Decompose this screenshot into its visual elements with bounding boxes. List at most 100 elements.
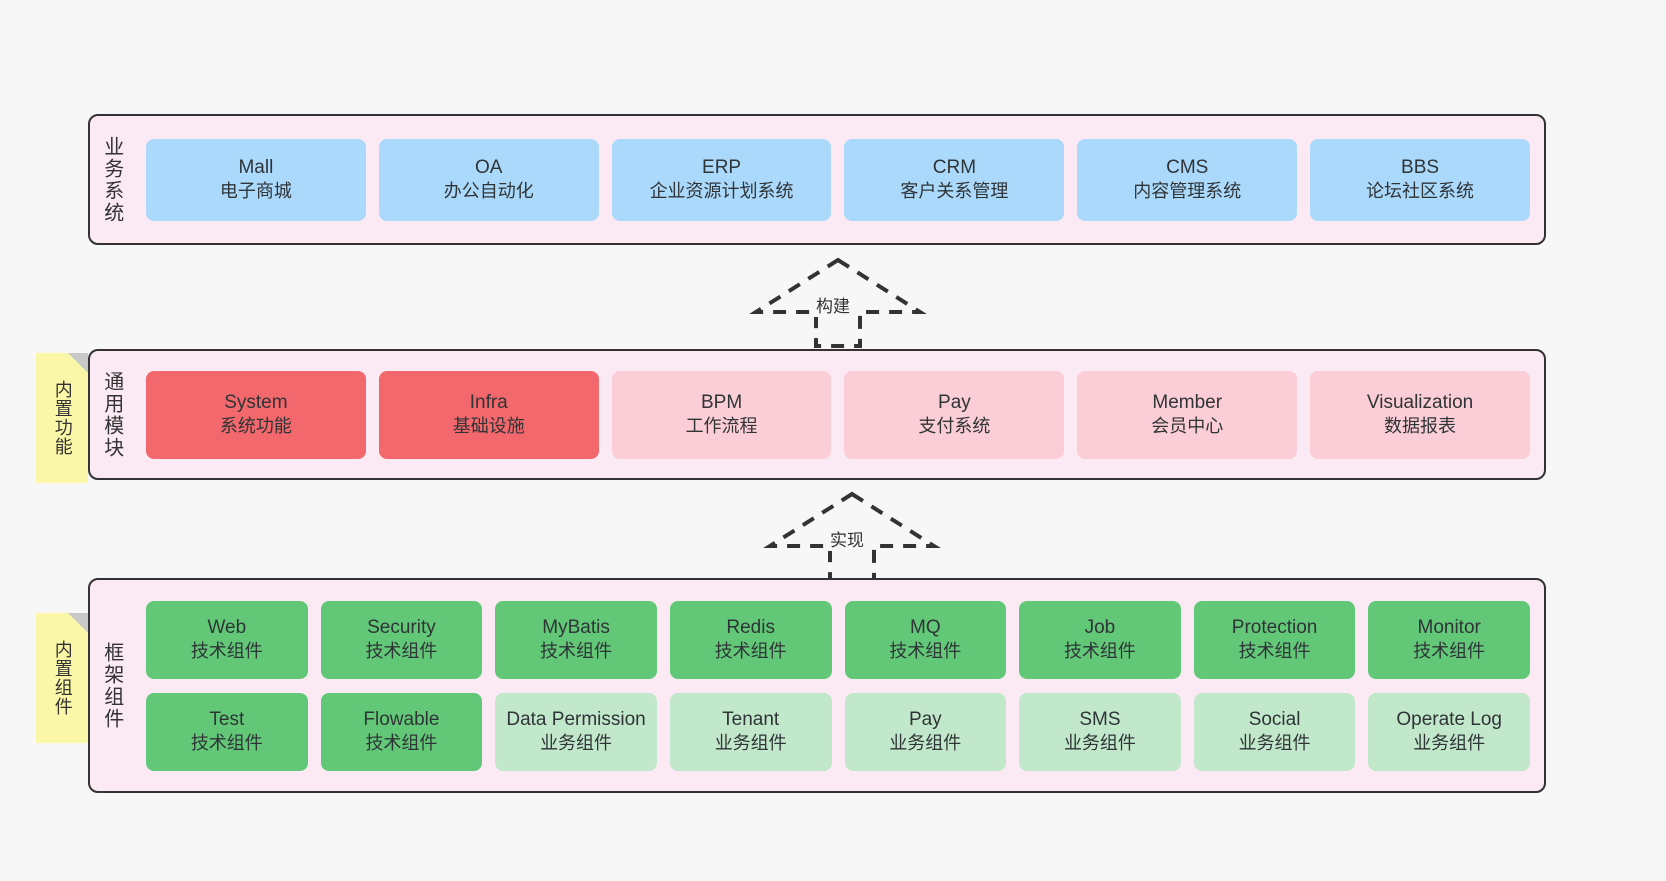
connector-build-label: 构建 [814,292,852,317]
card-en-label: ERP [702,157,742,179]
card-cn-label: 基础设施 [452,416,525,437]
framework-card-web[interactable]: Web 技术组件 [146,600,308,679]
card-en-label: Visualization [1366,392,1474,414]
card-cn-label: 办公自动化 [443,181,534,202]
card-en-label: MyBatis [542,617,610,639]
card-en-label: Pay [938,392,971,414]
layer-business-system-label: 业务系统 [100,135,123,224]
card-cn-label: 技术组件 [365,733,438,754]
layer-framework-component-label: 框架组件 [100,641,123,730]
layer-framework-component-body: Web 技术组件 Security 技术组件 MyBatis 技术组件 Redi… [132,580,1544,791]
note-builtin-functions-label: 内置功能 [52,380,73,456]
card-en-label: Monitor [1417,617,1481,639]
connector-build: 构建 [749,257,927,348]
module-card-visualization[interactable]: Visualization 数据报表 [1310,370,1530,459]
framework-tech-row: Web 技术组件 Security 技术组件 MyBatis 技术组件 Redi… [146,600,1530,679]
card-cn-label: 支付系统 [918,416,991,437]
card-cn-label: 技术组件 [190,641,263,662]
card-en-label: Social [1248,709,1301,731]
card-cn-label: 论坛社区系统 [1366,181,1475,202]
business-card-crm[interactable]: CRM 客户关系管理 [844,138,1065,221]
card-en-label: Flowable [363,709,440,731]
note-builtin-functions: 内置功能 [36,353,88,483]
card-cn-label: 会员中心 [1151,416,1224,437]
card-cn-label: 业务组件 [714,733,787,754]
card-cn-label: 业务组件 [1413,733,1486,754]
framework-card-security[interactable]: Security 技术组件 [320,600,483,679]
framework-card-flowable[interactable]: Flowable 技术组件 [320,692,483,771]
framework-card-tenant[interactable]: Tenant 业务组件 [669,692,832,771]
layer-business-system: 业务系统 Mall 电子商城 OA 办公自动化 ERP 企业资源计划系统 CRM… [88,114,1546,245]
card-en-label: CRM [932,157,977,179]
business-card-cms[interactable]: CMS 内容管理系统 [1077,138,1298,221]
card-cn-label: 技术组件 [1413,641,1486,662]
layer-common-module: 通用模块 System 系统功能 Infra 基础设施 BPM 工作流程 Pay… [88,349,1546,480]
module-card-infra[interactable]: Infra 基础设施 [378,370,599,459]
card-en-label: Job [1084,617,1116,639]
card-cn-label: 技术组件 [1238,641,1311,662]
business-card-erp[interactable]: ERP 企业资源计划系统 [611,138,832,221]
card-en-label: Operate Log [1396,709,1502,731]
framework-card-data-permission[interactable]: Data Permission 业务组件 [495,692,657,771]
framework-card-pay[interactable]: Pay 业务组件 [844,692,1007,771]
framework-card-operate-log[interactable]: Operate Log 业务组件 [1368,692,1530,771]
card-en-label: Member [1152,392,1223,414]
connector-implement: 实现 [763,491,941,582]
card-en-label: BPM [700,392,743,414]
card-en-label: Mall [238,157,274,179]
note-builtin-components-label: 内置组件 [52,640,73,716]
module-card-bpm[interactable]: BPM 工作流程 [611,370,832,459]
card-cn-label: 内容管理系统 [1133,181,1242,202]
framework-card-social[interactable]: Social 业务组件 [1193,692,1356,771]
business-card-row: Mall 电子商城 OA 办公自动化 ERP 企业资源计划系统 CRM 客户关系… [146,138,1530,221]
framework-card-mybatis[interactable]: MyBatis 技术组件 [495,600,657,679]
framework-card-redis[interactable]: Redis 技术组件 [669,600,832,679]
card-en-label: Data Permission [506,709,646,731]
card-en-label: Infra [469,392,508,414]
card-en-label: Security [367,617,436,639]
framework-card-test[interactable]: Test 技术组件 [146,692,308,771]
card-cn-label: 技术组件 [714,641,787,662]
card-en-label: Redis [726,617,775,639]
framework-card-sms[interactable]: SMS 业务组件 [1019,692,1181,771]
card-en-label: BBS [1401,157,1440,179]
card-cn-label: 客户关系管理 [900,181,1009,202]
framework-card-job[interactable]: Job 技术组件 [1019,600,1181,679]
card-en-label: Tenant [722,709,780,731]
card-en-label: CMS [1166,157,1209,179]
business-card-mall[interactable]: Mall 电子商城 [146,138,366,221]
card-en-label: SMS [1079,709,1121,731]
framework-card-mq[interactable]: MQ 技术组件 [844,600,1007,679]
card-cn-label: 业务组件 [1238,733,1311,754]
module-card-pay[interactable]: Pay 支付系统 [844,370,1065,459]
layer-common-module-label: 通用模块 [100,370,123,459]
module-card-row: System 系统功能 Infra 基础设施 BPM 工作流程 Pay 支付系统… [146,370,1530,459]
card-en-label: MQ [910,617,941,639]
card-en-label: Test [209,709,245,731]
card-en-label: Protection [1231,617,1318,639]
card-cn-label: 系统功能 [219,416,292,437]
card-cn-label: 技术组件 [540,641,613,662]
connector-implement-label: 实现 [828,526,866,551]
layer-business-system-body: Mall 电子商城 OA 办公自动化 ERP 企业资源计划系统 CRM 客户关系… [132,116,1544,243]
card-cn-label: 数据报表 [1384,416,1457,437]
card-en-label: System [224,392,288,414]
framework-card-monitor[interactable]: Monitor 技术组件 [1368,600,1530,679]
generalization-arrow-icon [749,257,927,348]
framework-business-row: Test 技术组件 Flowable 技术组件 Data Permission … [146,692,1530,771]
card-cn-label: 工作流程 [685,416,758,437]
module-card-system[interactable]: System 系统功能 [146,370,366,459]
business-card-oa[interactable]: OA 办公自动化 [378,138,599,221]
card-cn-label: 业务组件 [1063,733,1136,754]
framework-card-protection[interactable]: Protection 技术组件 [1193,600,1356,679]
card-cn-label: 技术组件 [190,733,263,754]
card-cn-label: 电子商城 [219,181,292,202]
module-card-member[interactable]: Member 会员中心 [1077,370,1298,459]
card-cn-label: 技术组件 [1063,641,1136,662]
card-en-label: OA [475,157,503,179]
card-cn-label: 业务组件 [889,733,962,754]
card-cn-label: 企业资源计划系统 [649,181,794,202]
card-cn-label: 技术组件 [365,641,438,662]
business-card-bbs[interactable]: BBS 论坛社区系统 [1310,138,1530,221]
layer-common-module-body: System 系统功能 Infra 基础设施 BPM 工作流程 Pay 支付系统… [132,351,1544,478]
